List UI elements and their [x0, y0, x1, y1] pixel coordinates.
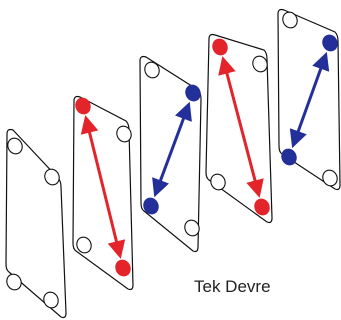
port-bottom-right-open: [43, 291, 59, 309]
port-top-right-open: [44, 168, 60, 186]
blue-flow-arrow: [152, 101, 192, 198]
port-bottom-right-open: [322, 169, 338, 187]
port-top-left-open: [7, 137, 23, 155]
port-bottom-left-active: [143, 197, 159, 215]
port-top-left-open: [282, 11, 298, 29]
port-bottom-right-open: [184, 219, 200, 237]
port-bottom-right-active: [254, 198, 270, 216]
port-bottom-left-active: [281, 148, 297, 166]
port-bottom-right-active: [115, 259, 131, 277]
port-top-right-active: [185, 84, 201, 102]
port-top-left-active: [212, 38, 228, 56]
port-top-left-active: [75, 97, 91, 115]
port-top-right-active: [322, 34, 338, 52]
blue-flow-arrow: [289, 51, 330, 149]
diagram-caption: Tek Devre: [194, 277, 271, 296]
plate-1: [5, 128, 67, 319]
port-bottom-left-open: [6, 273, 22, 291]
plate-3: [139, 55, 202, 253]
red-flow-arrow: [218, 56, 264, 198]
plate-5: [277, 8, 341, 191]
red-flow-arrow: [80, 115, 126, 259]
plate-2: [72, 95, 134, 291]
plate-4: [205, 33, 273, 224]
port-top-left-open: [144, 61, 160, 79]
